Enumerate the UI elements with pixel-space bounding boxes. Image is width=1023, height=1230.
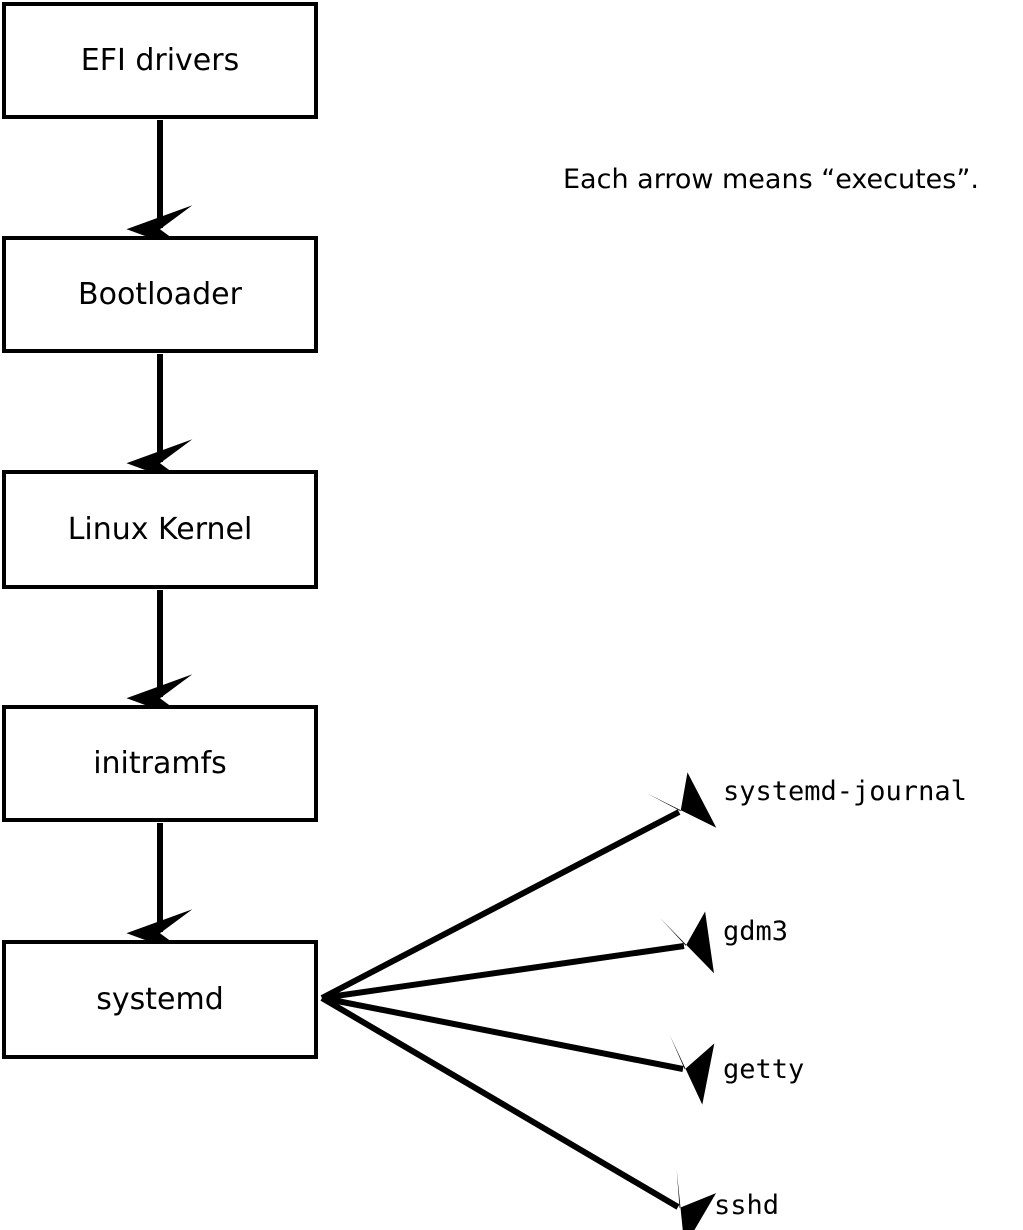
stage-box-systemd[interactable]: systemd xyxy=(2,940,318,1059)
stage-label-linux-kernel: Linux Kernel xyxy=(67,511,253,547)
stage-box-initramfs[interactable]: initramfs xyxy=(2,705,318,822)
stage-label-bootloader: Bootloader xyxy=(78,276,242,312)
stage-box-bootloader[interactable]: Bootloader xyxy=(2,236,318,353)
stage-box-efi-drivers[interactable]: EFI drivers xyxy=(2,2,318,119)
fanout-arrow-getty xyxy=(321,995,715,1105)
stage-label-initramfs: initramfs xyxy=(93,745,227,781)
fanout-arrow-sshd xyxy=(320,995,717,1230)
service-label-getty: getty xyxy=(723,1054,805,1085)
service-label-gdm3: gdm3 xyxy=(723,916,789,947)
fanout-arrow-gdm3 xyxy=(321,911,714,1001)
service-label-sshd: sshd xyxy=(714,1190,780,1221)
diagram-caption: Each arrow means “executes”. xyxy=(563,164,979,195)
stage-label-efi-drivers: EFI drivers xyxy=(80,42,240,78)
fanout-arrow-systemd-journal xyxy=(320,772,717,1001)
service-label-systemd-journal: systemd-journal xyxy=(723,776,967,807)
stage-box-linux-kernel[interactable]: Linux Kernel xyxy=(2,470,318,589)
stage-label-systemd: systemd xyxy=(96,981,224,1017)
